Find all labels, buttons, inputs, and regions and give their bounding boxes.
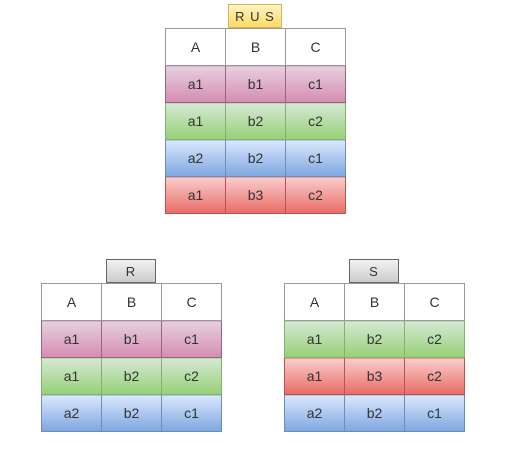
table-cell: a1 xyxy=(165,176,226,214)
r-table-label: R xyxy=(106,259,156,283)
table-cell: c2 xyxy=(404,320,465,358)
table-header-row: A B C xyxy=(284,283,465,321)
table-row: a1 b1 c1 xyxy=(41,320,222,358)
r-table: A B C a1 b1 c1 a1 b2 c2 a2 b2 c1 xyxy=(41,283,222,432)
table-cell: c1 xyxy=(161,394,222,432)
table-cell: b2 xyxy=(101,394,162,432)
table-row: a1 b3 c2 xyxy=(284,357,465,395)
table-cell: c2 xyxy=(161,357,222,395)
table-cell: b2 xyxy=(344,320,405,358)
table-cell: b2 xyxy=(344,394,405,432)
table-row: a1 b2 c2 xyxy=(284,320,465,358)
table-row: a2 b2 c1 xyxy=(165,139,346,177)
table-cell: b2 xyxy=(225,102,286,140)
table-row: a2 b2 c1 xyxy=(284,394,465,432)
table-cell: b2 xyxy=(225,139,286,177)
table-cell: a1 xyxy=(41,357,102,395)
header-cell: A xyxy=(284,283,345,321)
table-cell: b1 xyxy=(225,65,286,103)
table-cell: a1 xyxy=(41,320,102,358)
table-header-row: A B C xyxy=(165,28,346,66)
table-cell: c2 xyxy=(285,102,346,140)
union-table: A B C a1 b1 c1 a1 b2 c2 a2 b2 c1 a1 b3 c… xyxy=(165,28,346,214)
table-row: a2 b2 c1 xyxy=(41,394,222,432)
header-cell: C xyxy=(404,283,465,321)
header-cell: C xyxy=(285,28,346,66)
table-cell: b3 xyxy=(225,176,286,214)
header-cell: A xyxy=(165,28,226,66)
table-cell: c1 xyxy=(161,320,222,358)
table-cell: c1 xyxy=(404,394,465,432)
table-cell: b1 xyxy=(101,320,162,358)
header-cell: B xyxy=(225,28,286,66)
s-table: A B C a1 b2 c2 a1 b3 c2 a2 b2 c1 xyxy=(284,283,465,432)
table-cell: c2 xyxy=(404,357,465,395)
table-cell: a2 xyxy=(284,394,345,432)
table-cell: b2 xyxy=(101,357,162,395)
header-cell: B xyxy=(101,283,162,321)
header-cell: C xyxy=(161,283,222,321)
s-table-label: S xyxy=(349,259,399,283)
union-table-label: R U S xyxy=(228,4,282,28)
table-cell: c1 xyxy=(285,139,346,177)
table-row: a1 b1 c1 xyxy=(165,65,346,103)
table-cell: a1 xyxy=(284,320,345,358)
table-cell: a1 xyxy=(165,65,226,103)
table-cell: c2 xyxy=(285,176,346,214)
table-cell: a2 xyxy=(165,139,226,177)
table-row: a1 b2 c2 xyxy=(165,102,346,140)
table-row: a1 b2 c2 xyxy=(41,357,222,395)
table-row: a1 b3 c2 xyxy=(165,176,346,214)
table-header-row: A B C xyxy=(41,283,222,321)
table-cell: a1 xyxy=(284,357,345,395)
table-cell: b3 xyxy=(344,357,405,395)
header-cell: A xyxy=(41,283,102,321)
table-cell: a2 xyxy=(41,394,102,432)
table-cell: a1 xyxy=(165,102,226,140)
header-cell: B xyxy=(344,283,405,321)
table-cell: c1 xyxy=(285,65,346,103)
